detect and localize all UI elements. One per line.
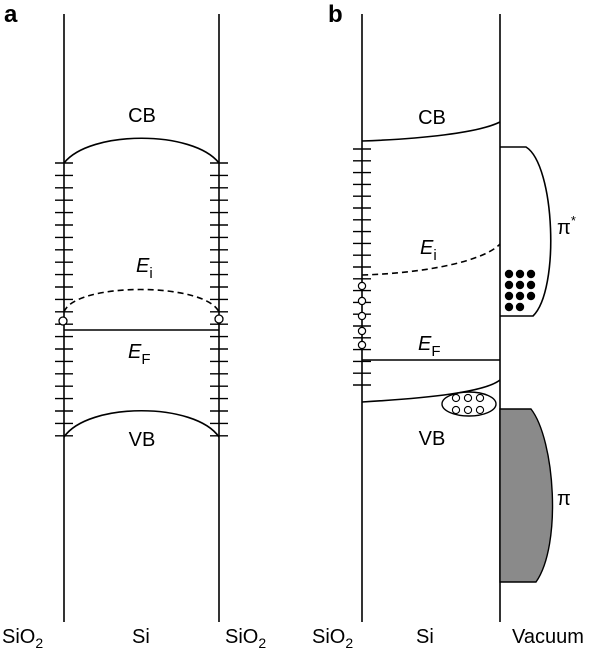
panel-a-bottom-label-sio2-right-sub: 2	[258, 635, 266, 650]
panel-a-bottom-label-sio2-left-sub: 2	[35, 635, 43, 650]
panel-a-bottom-label-sio2-right: SiO2	[225, 626, 266, 650]
panel-b-intrinsic-level	[361, 243, 501, 276]
occupied-state-circle	[357, 326, 367, 336]
panel-b-vb-label: VB	[419, 428, 446, 450]
panel-b-pi-star-sup: *	[571, 213, 576, 228]
panel-a-right-occupied-state	[214, 314, 224, 324]
panel-b-pi-star-electrons	[504, 269, 536, 312]
panel-a-ef-label: EF	[128, 341, 151, 368]
panel-b-ei-label: Ei	[420, 237, 437, 264]
panel-a-right-interface-states	[210, 162, 228, 437]
panel-a-ei-sub: i	[149, 265, 152, 282]
occupied-state-circle	[357, 340, 367, 350]
panel-b-ei-main: E	[420, 237, 434, 259]
occupied-state-circle	[357, 281, 367, 291]
panel-b-ef-label: EF	[418, 333, 441, 360]
panel-a-bottom-label-sio2-left: SiO2	[2, 626, 43, 650]
electron-dot	[526, 291, 536, 301]
panel-b-ef-main: E	[418, 333, 432, 355]
electron-dot	[504, 291, 514, 301]
panel-a-bottom-label-sio2-left-main: SiO	[2, 626, 35, 648]
panel-b-pi-label: π	[557, 488, 571, 510]
panel-a-bottom-label-si: Si	[132, 626, 150, 648]
hole-circle	[463, 393, 473, 403]
panel-b-ei-sub: i	[433, 247, 436, 264]
panel-b-bottom-label-sio2: SiO2	[312, 626, 353, 650]
panel-a-bottom-label-sio2-right-main: SiO	[225, 626, 258, 648]
electron-dot	[504, 269, 514, 279]
panel-b-pi-star-main: π	[557, 217, 571, 239]
panel-a-ei-label: Ei	[136, 255, 153, 282]
electron-dot	[515, 302, 525, 312]
panel-a-ei-main: E	[136, 255, 150, 277]
panel-b-ef-sub: F	[431, 343, 440, 360]
panel-a: a CB Ei EF VB SiO2 Si SiO2	[2, 1, 266, 650]
occupied-state-circle	[357, 296, 367, 306]
panel-a-cb-label: CB	[128, 105, 156, 127]
panel-b-interface-states	[353, 148, 371, 386]
electron-dot	[526, 280, 536, 290]
panel-b-occupied-interface-states	[357, 281, 367, 350]
electron-dot	[504, 280, 514, 290]
hole-circle	[451, 393, 461, 403]
panel-b-valence-band	[361, 379, 501, 403]
hole-circle	[463, 405, 473, 415]
panel-a-conduction-band	[63, 137, 220, 164]
electron-dot	[515, 291, 525, 301]
occupied-state-circle	[357, 311, 367, 321]
panel-b-bottom-label-si: Si	[416, 626, 434, 648]
electron-dot	[515, 269, 525, 279]
panel-a-valence-band	[63, 409, 220, 438]
panel-b-conduction-band	[361, 121, 501, 142]
hole-circle	[475, 393, 485, 403]
panel-b-pi-star-band	[500, 146, 552, 317]
electron-dot	[526, 269, 536, 279]
panel-b-bottom-label-sio2-sub: 2	[345, 635, 353, 650]
panel-b-bottom-label-sio2-main: SiO	[312, 626, 345, 648]
panel-a-letter: a	[4, 1, 18, 28]
hole-circle	[451, 405, 461, 415]
panel-b-holes	[451, 393, 485, 415]
panel-a-ef-main: E	[128, 341, 142, 363]
panel-a-left-occupied-state	[58, 316, 68, 326]
panel-b-pi-band	[499, 408, 554, 583]
panel-a-ef-sub: F	[141, 351, 150, 368]
panel-a-intrinsic-level	[63, 288, 220, 313]
hole-circle	[475, 405, 485, 415]
panel-b-letter: b	[328, 1, 343, 28]
electron-dot	[515, 280, 525, 290]
panel-a-vb-label: VB	[129, 429, 156, 451]
electron-dot	[504, 302, 514, 312]
panel-b-bottom-label-vacuum: Vacuum	[512, 626, 584, 648]
panel-b-pi-star-label: π*	[557, 213, 576, 239]
panel-b-cb-label: CB	[418, 107, 446, 129]
panel-b: b CB Ei EF VB π*	[312, 1, 584, 650]
